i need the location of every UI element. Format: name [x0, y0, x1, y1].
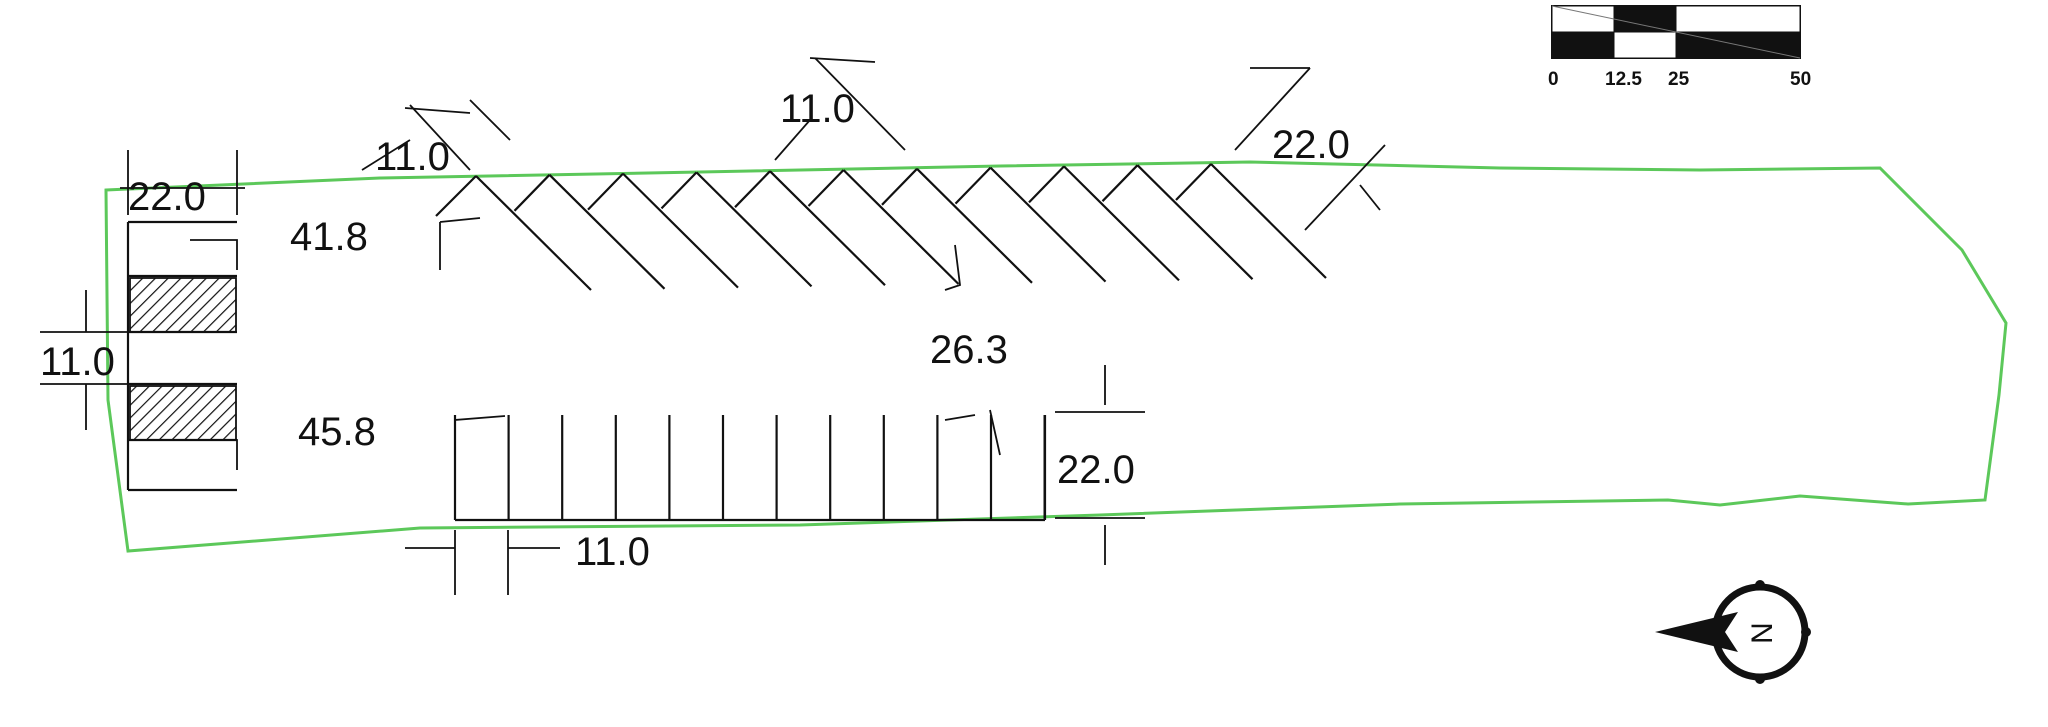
scale-bar-cell: [1551, 5, 1615, 33]
bottom-stalls: [453, 415, 1047, 522]
angled-stall-edge: [587, 172, 624, 211]
scale-bar-cell: [1552, 32, 1614, 58]
angled-stall-edge: [660, 171, 698, 210]
scale-label: 12.5: [1605, 69, 1642, 90]
aisle-arrow: [190, 239, 238, 270]
angled-stall-edge: [1175, 163, 1212, 201]
angled-stall-edge: [435, 175, 477, 217]
angled-stall-divider: [1210, 163, 1327, 279]
north-arrow-icon: N: [1655, 580, 1811, 684]
dim-label-top-left: 22.0: [128, 175, 206, 219]
angled-stall-divider: [916, 168, 1033, 284]
dim-label-bottom-width: 11.0: [575, 530, 650, 574]
angled-stall-edge: [807, 169, 845, 207]
aisle-arrow: [944, 409, 1001, 456]
dim-label-left-stall: 11.0: [40, 340, 115, 384]
dim-extension: [1234, 67, 1311, 151]
dim-line: [361, 139, 411, 171]
angled-stall-divider: [548, 174, 666, 290]
scale-bar-cell: [1614, 6, 1676, 32]
aisle-arrow: [439, 217, 481, 270]
dim-extension: [409, 104, 471, 171]
dim-line: [404, 107, 471, 114]
angled-stalls: [435, 163, 1327, 291]
north-arrow-tick: [1755, 580, 1765, 590]
bottom-dimensions: [405, 365, 1145, 595]
dim-extension: [1304, 144, 1386, 231]
angled-stall-edge: [734, 170, 771, 208]
scale-bar-diagonal: [1551, 5, 1801, 59]
aisle-arrow: [454, 415, 506, 455]
dim-line: [774, 119, 811, 161]
left-stall-hatched: [129, 277, 237, 333]
dim-extension: [814, 57, 906, 151]
angled-stall-edge: [1101, 164, 1139, 202]
scale-label: 0: [1548, 69, 1559, 90]
north-arrow-pointer: [1655, 612, 1738, 652]
north-arrow-tick: [1755, 674, 1765, 684]
dim-label-angled-center: 11.0: [780, 87, 855, 131]
scale-bar-cell: [1613, 31, 1677, 59]
north-label: N: [1746, 622, 1779, 644]
angled-dimensions: [361, 57, 1386, 291]
scale-bar: 0 12.5 25 50: [1548, 5, 1811, 90]
scale-bar-cell: [1675, 5, 1801, 33]
angled-stall-divider: [475, 175, 592, 291]
scale-label: 25: [1668, 69, 1690, 90]
angled-stall-edge: [881, 168, 918, 206]
angled-stall-edge: [954, 166, 992, 205]
aisle-arrow: [190, 439, 238, 470]
left-stalls: [40, 150, 245, 492]
dim-label-angled-right: 22.0: [1272, 123, 1350, 167]
dim-label-aisle-bottom: 45.8: [298, 410, 376, 454]
aisle-arrow: [944, 244, 961, 291]
north-arrow-tick: [1801, 627, 1811, 637]
angled-stall-edge: [1028, 165, 1065, 204]
angled-stall-divider: [989, 166, 1107, 283]
dim-label-angled-left: 11.0: [375, 135, 450, 179]
dim-label-aisle-top: 41.8: [290, 215, 368, 259]
angled-stall-divider: [1136, 164, 1254, 280]
angled-stall-divider: [1063, 165, 1180, 282]
angled-stall-divider: [695, 171, 813, 288]
dim-label-bottom-depth: 22.0: [1057, 448, 1135, 492]
dim-line: [809, 57, 876, 63]
angled-stall-divider: [622, 172, 739, 289]
dim-extension: [469, 99, 511, 141]
left-stall-hatched: [129, 385, 237, 441]
dim-label-center-aisle: 26.3: [930, 328, 1008, 372]
angled-stall-divider: [769, 170, 886, 286]
scale-label: 50: [1790, 69, 1811, 90]
site-boundary: [104, 160, 2008, 553]
dim-line: [1359, 184, 1381, 211]
angled-stall-edge: [513, 174, 551, 212]
angled-stall-divider: [842, 169, 960, 285]
